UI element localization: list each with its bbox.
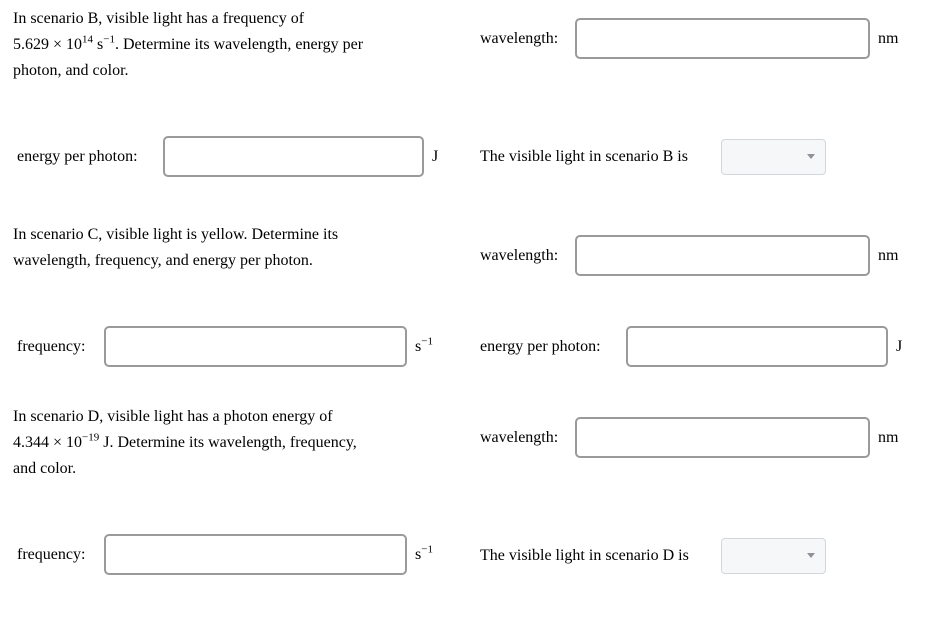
prompt-text-segment: . Determine its wavelength, energy per <box>114 36 364 53</box>
unit-nm: nm <box>878 246 899 264</box>
prompt-text-segment: In scenario C, visible light is yellow. … <box>13 226 339 243</box>
prompt-text-segment: wavelength, frequency, and energy per ph… <box>13 252 313 269</box>
unit-joule: J <box>432 147 439 165</box>
wavelength-label: wavelength: <box>480 29 559 47</box>
prompt-text-segment: s <box>93 36 104 53</box>
prompt-text-segment: 4.344 × 10 <box>13 434 83 451</box>
scenario-d-color-select[interactable] <box>721 537 826 574</box>
wavelength-label: wavelength: <box>480 428 559 446</box>
scenario-b-prompt: In scenario B, visible light has a frequ… <box>13 6 363 84</box>
scenario-b-energy-field: energy per photon: J <box>17 136 438 177</box>
energy-per-photon-label: energy per photon: <box>17 147 138 165</box>
prompt-text-segment: and color. <box>13 460 77 477</box>
unit-superscript: −1 <box>421 335 433 348</box>
unit-base: s <box>415 337 422 355</box>
prompt-superscript: 14 <box>82 33 94 46</box>
unit-nm: nm <box>878 428 899 446</box>
scenario-c-prompt: In scenario C, visible light is yellow. … <box>13 222 338 274</box>
scenario-b-color-select[interactable] <box>721 138 826 175</box>
frequency-label: frequency: <box>17 545 86 563</box>
scenario-d-frequency-field: frequency: s−1 <box>17 534 433 575</box>
wavelength-label: wavelength: <box>480 246 559 264</box>
prompt-superscript: −19 <box>82 431 100 444</box>
prompt-superscript: −1 <box>103 33 115 46</box>
prompt-text-segment: In scenario D, visible light has a photo… <box>13 408 333 425</box>
scenario-c-frequency-input[interactable] <box>104 326 407 367</box>
energy-per-photon-label: energy per photon: <box>480 337 601 355</box>
scenario-b-wavelength-input[interactable] <box>575 18 870 59</box>
unit-base: s <box>415 545 422 563</box>
scenario-c-wavelength-input[interactable] <box>575 235 870 276</box>
scenario-b-wavelength-field: wavelength: nm <box>480 18 898 59</box>
scenario-d-color-field: The visible light in scenario D is <box>480 537 826 574</box>
scenario-d-frequency-input[interactable] <box>104 534 407 575</box>
frequency-label: frequency: <box>17 337 86 355</box>
scenario-d-prompt: In scenario D, visible light has a photo… <box>13 404 357 482</box>
prompt-text-segment: photon, and color. <box>13 62 129 79</box>
chevron-down-icon <box>807 553 815 558</box>
prompt-text-segment: In scenario B, visible light has a frequ… <box>13 10 305 27</box>
unit-per-second: s−1 <box>415 335 433 356</box>
unit-per-second: s−1 <box>415 543 433 564</box>
scenario-c-energy-field: energy per photon: J <box>480 326 902 367</box>
scenario-d-color-label: The visible light in scenario D is <box>480 546 689 564</box>
chevron-down-icon <box>807 154 815 159</box>
prompt-text-segment: J. Determine its wavelength, frequency, <box>99 434 357 451</box>
unit-superscript: −1 <box>421 543 433 556</box>
scenario-d-wavelength-input[interactable] <box>575 417 870 458</box>
scenario-b-color-label: The visible light in scenario B is <box>480 147 688 165</box>
scenario-c-frequency-field: frequency: s−1 <box>17 326 433 367</box>
scenario-b-color-field: The visible light in scenario B is <box>480 138 826 175</box>
scenario-c-energy-input[interactable] <box>626 326 888 367</box>
prompt-text-segment: 5.629 × 10 <box>13 36 83 53</box>
unit-nm: nm <box>878 29 899 47</box>
scenario-d-wavelength-field: wavelength: nm <box>480 417 898 458</box>
unit-joule: J <box>896 337 903 355</box>
scenario-b-energy-input[interactable] <box>163 136 424 177</box>
scenario-c-wavelength-field: wavelength: nm <box>480 235 898 276</box>
